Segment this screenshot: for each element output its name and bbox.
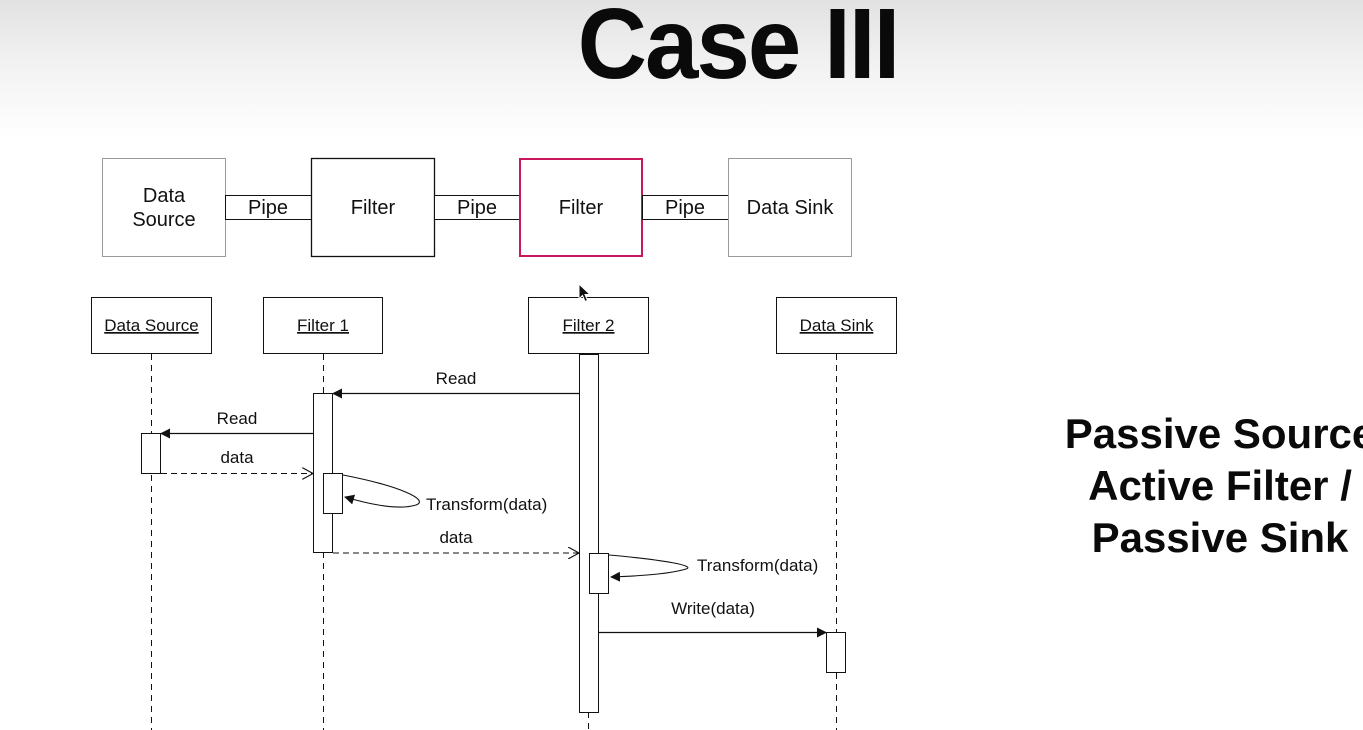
message-transform-filter1: Transform(data) xyxy=(342,474,547,514)
activation-data-source xyxy=(141,433,161,474)
pipeline-filter-1: Filter xyxy=(310,157,436,258)
activation-data-sink xyxy=(826,632,846,673)
pattern-caption-line-2: Active Filter / xyxy=(1088,462,1352,509)
message-read-1-label: Read xyxy=(436,369,477,388)
pattern-caption: Passive Source Active Filter / Passive S… xyxy=(1040,408,1363,564)
message-write-label: Write(data) xyxy=(671,599,755,618)
message-read-filter2-to-filter1: Read xyxy=(332,369,579,399)
message-transform-2-label: Transform(data) xyxy=(697,556,818,575)
pipeline: Data Source Pipe Filter Pipe Filter xyxy=(102,157,852,258)
slide-title: Case III xyxy=(577,0,901,100)
message-read-2-label: Read xyxy=(217,409,258,428)
lifeline-data-source-label: Data Source xyxy=(104,316,199,335)
message-data-2-label: data xyxy=(439,528,473,547)
pipeline-pipe-3-label: Pipe xyxy=(665,197,705,219)
pipeline-pipe-2-label: Pipe xyxy=(457,197,497,219)
message-data-source-to-filter1: data xyxy=(161,448,313,474)
activation-filter-1-transform xyxy=(323,473,343,514)
lifeline-data-source: Data Source xyxy=(91,297,212,354)
lifeline-filter-2: Filter 2 xyxy=(528,297,649,354)
sequence-diagram: Data Source Filter 1 Filter 2 Data Sink xyxy=(91,297,897,730)
mouse-cursor-icon xyxy=(578,283,592,303)
message-data-1-label: data xyxy=(220,448,254,467)
pipeline-pipe-1: Pipe xyxy=(225,195,312,220)
message-write-filter2-to-sink: Write(data) xyxy=(599,599,827,638)
pipeline-data-source: Data Source xyxy=(102,158,226,257)
pipeline-pipe-1-label: Pipe xyxy=(248,197,288,219)
pipeline-data-sink-label: Data Sink xyxy=(747,197,835,219)
pipeline-filter-2-label: Filter xyxy=(559,197,604,219)
pipeline-pipe-2: Pipe xyxy=(434,195,521,220)
pipeline-filter-2-highlighted: Filter xyxy=(519,158,643,257)
message-transform-1-label: Transform(data) xyxy=(426,495,547,514)
pattern-caption-line-3: Passive Sink xyxy=(1091,514,1349,561)
lifeline-filter-1: Filter 1 xyxy=(263,297,383,354)
pipeline-data-source-line2: Source xyxy=(132,209,195,231)
lifeline-data-sink: Data Sink xyxy=(776,297,897,354)
message-transform-filter2: Transform(data) xyxy=(608,554,818,582)
message-read-filter1-to-source: Read xyxy=(160,409,313,439)
pipeline-data-sink: Data Sink xyxy=(728,158,852,257)
lifeline-filter-1-label: Filter 1 xyxy=(297,316,349,335)
pipeline-pipe-3: Pipe xyxy=(642,195,729,220)
activation-filter-2-transform xyxy=(589,553,609,594)
pattern-caption-line-1: Passive Source xyxy=(1064,410,1363,457)
pipeline-data-source-line1: Data xyxy=(143,185,186,207)
lifeline-data-sink-label: Data Sink xyxy=(800,316,874,335)
pipeline-filter-1-label: Filter xyxy=(351,197,396,219)
lifeline-filter-2-label: Filter 2 xyxy=(563,316,615,335)
activation-filter-2 xyxy=(579,354,599,713)
message-data-filter1-to-filter2: data xyxy=(333,528,579,553)
